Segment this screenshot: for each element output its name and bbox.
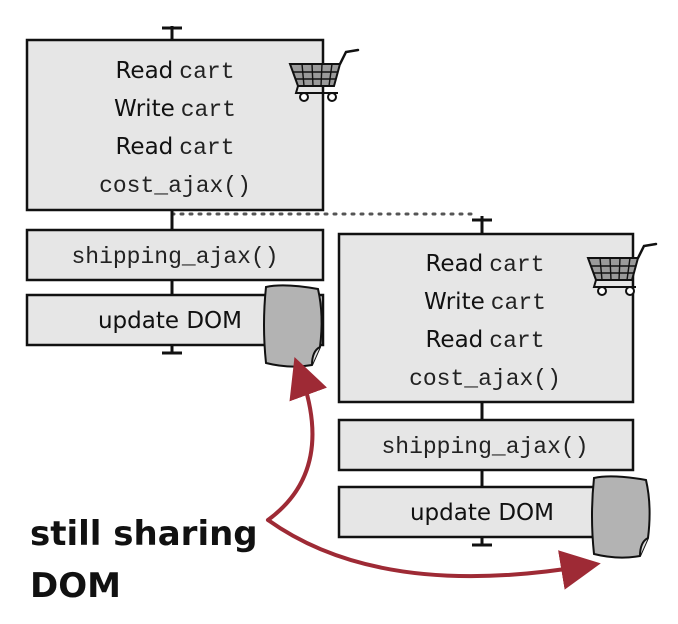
timeline-1-update-label: update DOM (98, 308, 242, 334)
timeline-2-shipping-box (337, 418, 635, 472)
dom-document-icon (591, 475, 651, 559)
timeline-2-shipping-call: shipping_ajax() (381, 434, 588, 460)
timeline-1-actions-box (25, 38, 325, 212)
timeline-2-cost-call: cost_ajax() (409, 366, 561, 392)
annotation-line-2: DOM (30, 566, 121, 606)
arrow-to-dom-1 (266, 356, 328, 522)
timeline-1-cost-call: cost_ajax() (99, 173, 251, 199)
timeline-2-update-label: update DOM (410, 500, 554, 526)
timeline-2-update-box (337, 485, 635, 539)
dom-document-icon (263, 284, 323, 368)
timeline-1-shipping-call: shipping_ajax() (71, 244, 278, 270)
arrow-to-dom-2 (266, 518, 601, 590)
shared-dom-arrows (266, 356, 601, 590)
timeline-1-shipping-box (25, 228, 325, 282)
timeline-2-actions-box (337, 232, 635, 404)
annotation-line-1: still sharing (30, 514, 258, 554)
shopping-cart-icon (586, 242, 658, 296)
shopping-cart-icon (288, 48, 360, 102)
